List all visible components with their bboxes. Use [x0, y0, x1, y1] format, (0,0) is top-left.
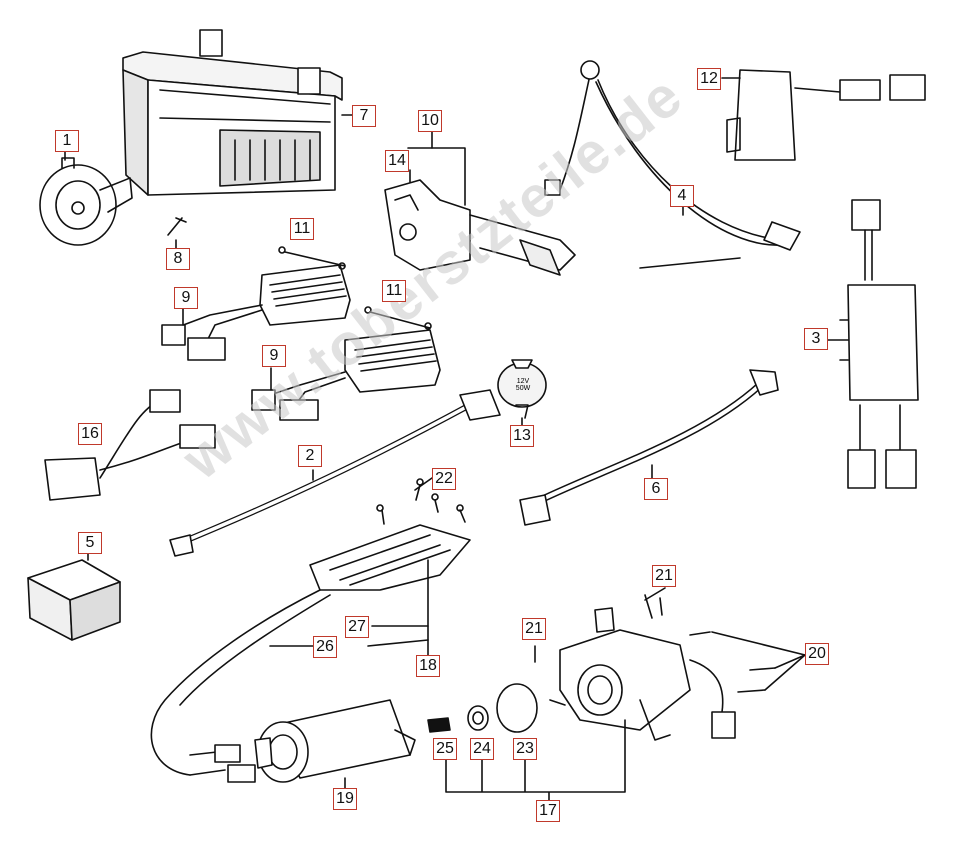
relay-rating-text: 12V 50W: [515, 378, 531, 392]
starter-motor: [254, 699, 416, 783]
main-cable: [169, 389, 501, 557]
callout-19: 19: [333, 788, 357, 810]
callout-1: 1: [55, 130, 79, 152]
callout-24: 24: [470, 738, 494, 760]
callout-8: 8: [166, 248, 190, 270]
callout-10: 10: [418, 110, 442, 132]
ignition-switch: [549, 607, 736, 741]
callout-7: 7: [352, 105, 376, 127]
gasket-25: [427, 717, 451, 733]
leader-22: [414, 477, 433, 491]
regulator-upper: [161, 246, 351, 361]
callout-9b: 9: [262, 345, 286, 367]
flasher-relay: [497, 359, 547, 419]
leader-11a: [284, 251, 346, 267]
callout-14: 14: [385, 150, 409, 172]
leader-26: [367, 639, 429, 647]
fuse-box: [27, 559, 121, 641]
screws-22: [376, 478, 466, 525]
callout-16: 16: [78, 423, 102, 445]
callout-6: 6: [644, 478, 668, 500]
leader-11b: [369, 311, 431, 329]
cdi-unit: [726, 69, 926, 161]
callout-22: 22: [432, 468, 456, 490]
leader-17: [445, 719, 626, 801]
callout-17: 17: [536, 800, 560, 822]
callout-2: 2: [298, 445, 322, 467]
leader-10: [407, 147, 466, 206]
callout-9a: 9: [174, 287, 198, 309]
callout-3: 3: [804, 328, 828, 350]
screw-8: [167, 217, 183, 236]
callout-25: 25: [433, 738, 457, 760]
o-ring-23: [496, 683, 538, 733]
callout-13: 13: [510, 425, 534, 447]
leader-21a: [644, 587, 666, 601]
relay-assembly: [384, 179, 576, 276]
callout-18: 18: [416, 655, 440, 677]
main-harness: [150, 524, 471, 783]
callout-20: 20: [805, 643, 829, 665]
callout-27: 27: [345, 616, 369, 638]
callout-21a: 21: [652, 565, 676, 587]
ground-cable: [519, 369, 779, 526]
callout-5: 5: [78, 532, 102, 554]
callout-23: 23: [513, 738, 537, 760]
callout-11b: 11: [382, 280, 406, 302]
callout-4: 4: [670, 185, 694, 207]
callout-21b: 21: [522, 618, 546, 640]
screws-20: [689, 631, 776, 693]
sub-harness: [44, 389, 216, 501]
battery: [122, 29, 343, 196]
ignition-coil: [839, 199, 919, 489]
callout-11a: 11: [290, 218, 314, 240]
horn: [39, 157, 133, 246]
callout-26: 26: [313, 636, 337, 658]
washer-24: [467, 705, 489, 731]
leader-20: [711, 631, 806, 691]
callout-12: 12: [697, 68, 721, 90]
regulator-lower: [251, 306, 441, 421]
